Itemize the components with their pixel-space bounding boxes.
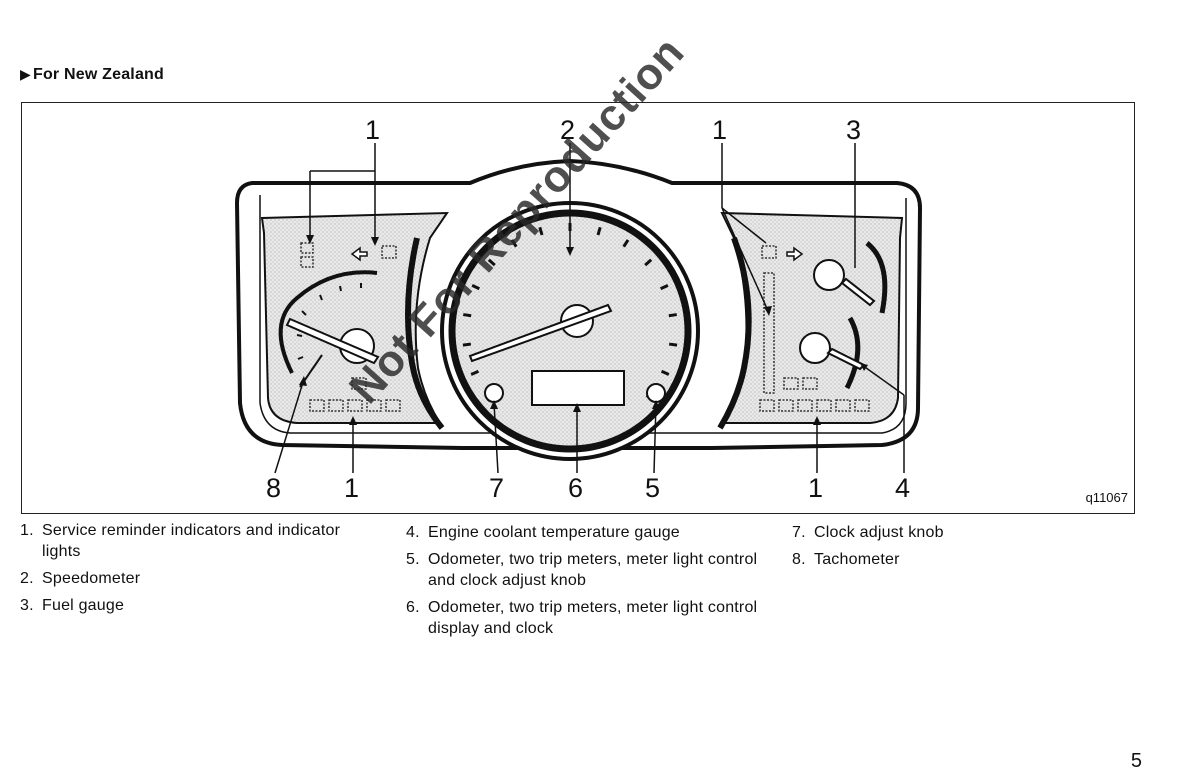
legend-text: Clock adjust knob — [814, 524, 944, 541]
callout-6-bottom: 6 — [568, 473, 584, 503]
legend-text: Speedometer — [42, 570, 141, 587]
legend-column-2: 4. Engine coolant temperature gauge 5. O… — [406, 522, 768, 645]
speedometer-tick — [659, 283, 669, 291]
legend-text: Odometer, two trip meters, meter light c… — [428, 551, 758, 589]
legend-column-3: 7. Clock adjust knob 8. Tachometer — [792, 522, 1114, 576]
triangle-marker-icon: ▶ — [20, 66, 31, 82]
callout-8-bottom: 8 — [266, 473, 282, 503]
legend-number: 7. — [792, 524, 806, 541]
legend-item: 1. Service reminder indicators and indic… — [20, 520, 342, 562]
legend-number: 2. — [20, 570, 34, 587]
speedometer-tick — [660, 369, 670, 376]
instrument-cluster-illustration — [234, 143, 923, 474]
speedometer-tick — [668, 342, 678, 347]
legend-item: 4. Engine coolant temperature gauge — [406, 522, 768, 543]
legend-item: 8. Tachometer — [792, 549, 1114, 570]
speedometer-tick — [470, 369, 480, 376]
speedometer-tick — [644, 258, 653, 267]
legend-text: Engine coolant temperature gauge — [428, 524, 680, 541]
callout-1-top-right: 1 — [712, 115, 728, 145]
callout-2-top: 2 — [560, 115, 576, 145]
legend-number: 4. — [406, 524, 420, 541]
legend-text: Fuel gauge — [42, 597, 125, 614]
legend-item: 5. Odometer, two trip meters, meter ligh… — [406, 549, 768, 591]
section-heading: ▶For New Zealand — [20, 66, 164, 84]
callout-1-bottom-right: 1 — [808, 473, 824, 503]
speedometer-tick — [510, 239, 518, 248]
section-heading-text: For New Zealand — [32, 66, 164, 83]
legend-item: 3. Fuel gauge — [20, 595, 342, 616]
speedometer-tick — [471, 283, 481, 291]
legend-number: 5. — [406, 551, 420, 568]
legend-column-1: 1. Service reminder indicators and indic… — [20, 520, 342, 622]
speedometer-tick — [538, 226, 544, 236]
legend-text: Tachometer — [814, 551, 900, 568]
speedometer-tick — [487, 258, 496, 267]
legend-item: 6. Odometer, two trip meters, meter ligh… — [406, 597, 768, 639]
legend-text: Odometer, two trip meters, meter light c… — [428, 599, 758, 637]
legend-text: Service reminder indicators and indicato… — [42, 522, 341, 560]
callout-3-top: 3 — [846, 115, 862, 145]
speedometer-tick — [596, 226, 602, 236]
figure-id: q11067 — [1085, 490, 1128, 505]
legend-number: 8. — [792, 551, 806, 568]
legend-number: 6. — [406, 599, 420, 616]
page-number: 5 — [1130, 750, 1142, 772]
callout-4-bottom: 4 — [895, 473, 911, 503]
speedometer-tick — [462, 342, 472, 347]
speedometer-tick — [668, 313, 677, 318]
instrument-cluster-figure: 1 2 1 3 8 1 7 6 5 1 4 q11067 — [21, 102, 1135, 514]
callout-1-bottom-left: 1 — [344, 473, 360, 503]
speedometer-tick — [463, 313, 472, 318]
callout-1-top-left: 1 — [365, 115, 381, 145]
legend-item: 7. Clock adjust knob — [792, 522, 1114, 543]
callout-7-bottom: 7 — [489, 473, 505, 503]
legend-item: 2. Speedometer — [20, 568, 342, 589]
callout-5-bottom: 5 — [645, 473, 661, 503]
speedometer-tick — [622, 239, 630, 248]
legend-number: 3. — [20, 597, 34, 614]
legend-number: 1. — [20, 522, 34, 539]
